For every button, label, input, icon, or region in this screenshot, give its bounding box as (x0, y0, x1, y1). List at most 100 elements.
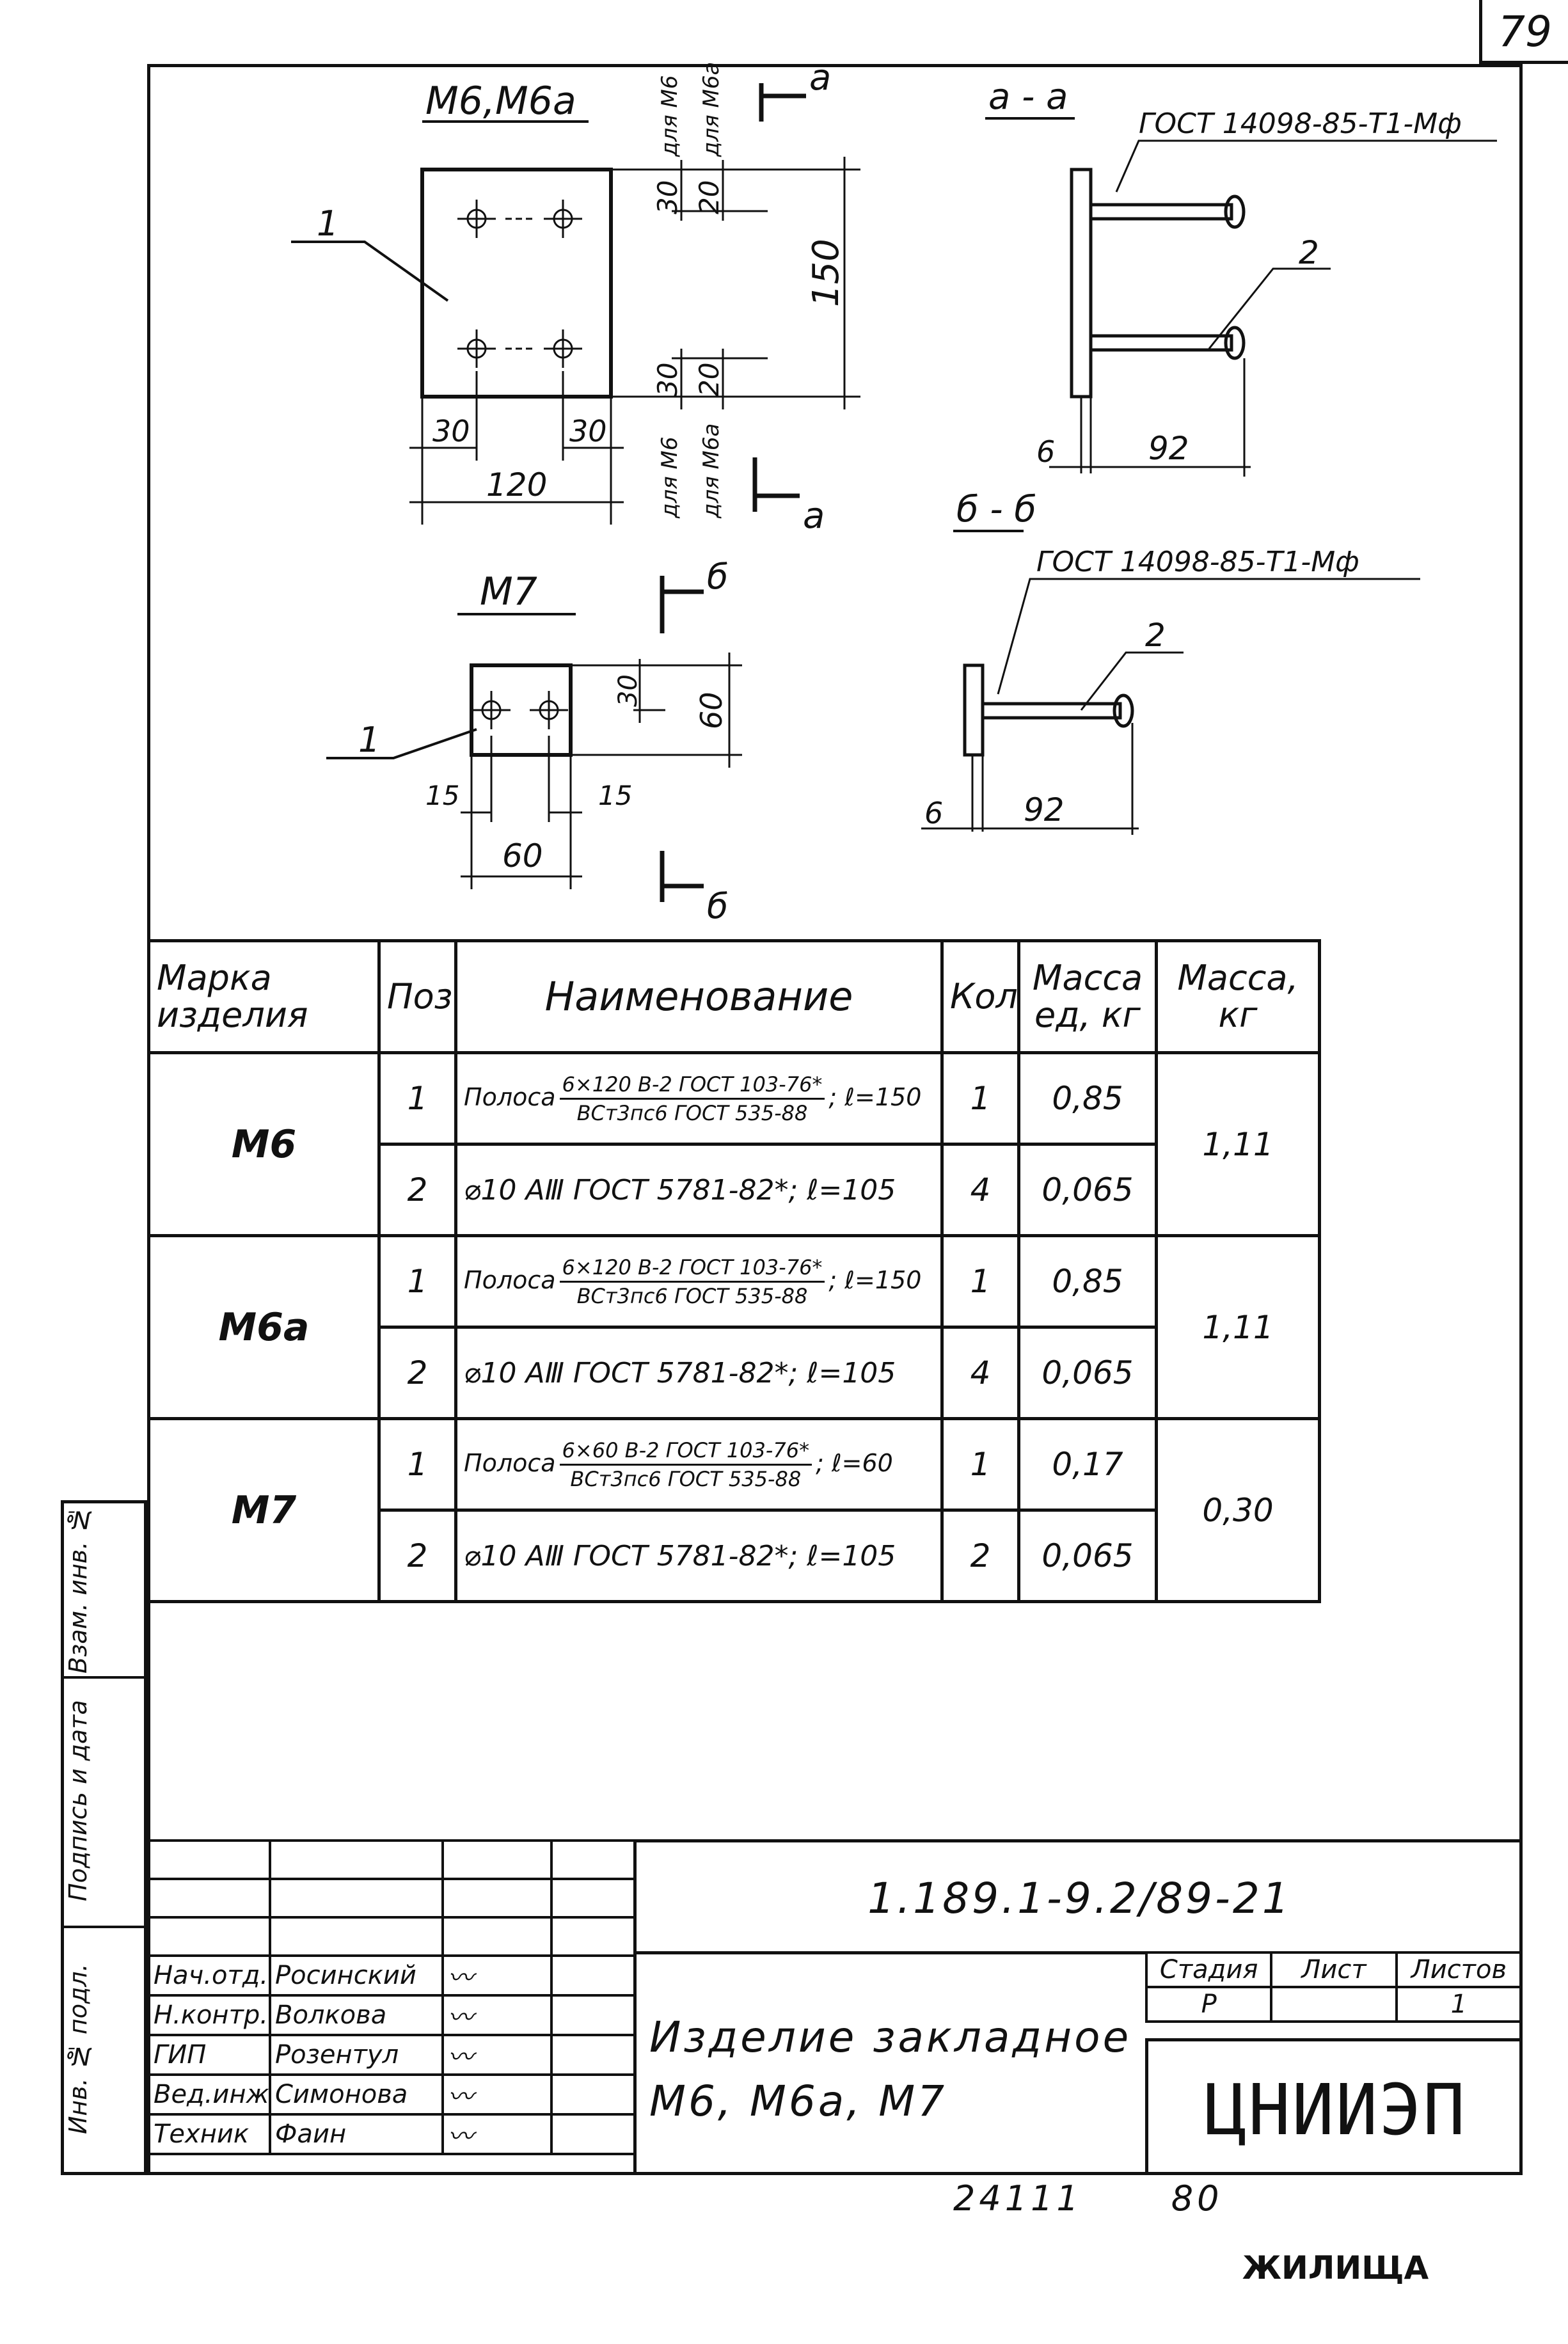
spec-header-row: Марка изделия Поз. Наименование Кол Масс… (147, 939, 1321, 1054)
qty-cell: 1 (940, 1417, 1020, 1512)
name-prefix: Полоса (464, 1448, 556, 1477)
m7-section-marks (660, 576, 704, 902)
footer-right-number: 80 (1171, 2178, 1223, 2219)
m6-dim-30-bottom: 30 (652, 363, 683, 397)
m6-plate (420, 168, 613, 399)
signature-row: ГИП Розентул 〰 (147, 2034, 636, 2076)
stage-header-row: Стадия Лист Листов (1144, 1951, 1523, 1988)
margin-cell-inv: Инв. № подл. (64, 1926, 144, 2172)
m6-dim-30-left: 30 (432, 414, 470, 448)
section-b-drawing (963, 663, 1134, 832)
mark-cell: М6 (147, 1051, 381, 1237)
section-a-dim-6: 6 (1036, 434, 1055, 469)
page-number: 79 (1479, 0, 1568, 64)
signature-row (147, 1916, 636, 1957)
name-suffix: ; ℓ=60 (816, 1448, 893, 1477)
section-a-gost: ГОСТ 14098-85-Т1-Мф (1139, 107, 1462, 140)
document-code: 1.189.1-9.2/89-21 (633, 1839, 1523, 1951)
signature-role: ГИП (147, 2034, 271, 2076)
section-a-callout-2: 2 (1299, 234, 1319, 271)
fraction-numerator: 6×120 В-2 ГОСТ 103-76* (559, 1255, 825, 1283)
section-b-dim-6: 6 (924, 796, 943, 830)
total-mass-cell: 1,11 (1155, 1051, 1321, 1237)
signature-mark: 〰 (441, 2034, 553, 2076)
margin-strip: Взам. инв. № Подпись и дата Инв. № подл. (61, 1500, 147, 2175)
m6-dim-20-bottom: 20 (693, 363, 725, 397)
stage-value: Р (1144, 1986, 1273, 2023)
stage-label: Стадия (1144, 1951, 1273, 1988)
m6-note-m6-bottom: для М6 (657, 437, 683, 519)
footer-numbers: 24111 80 (953, 2178, 1223, 2219)
signature-mark: 〰 (441, 1994, 553, 2036)
document-title-line1: Изделие закладное (649, 2013, 1132, 2062)
header-mark: Марка изделия (147, 939, 381, 1054)
organization-subname: ЖИЛИЩА (1242, 2249, 1429, 2286)
m7-plate (470, 663, 573, 757)
margin-cell-podpis: Подпись и дата (64, 1676, 144, 1928)
signature-row: Вед.инж. Симонова 〰 (147, 2073, 636, 2116)
table-row: 2 ⌀10 АⅢ ГОСТ 5781-82*; ℓ=105 4 0,065 (149, 1326, 1320, 1420)
margin-label-vzam: Взам. инв. № (64, 1505, 92, 1674)
sheet-label: Лист (1270, 1951, 1398, 1988)
header-qty: Кол (940, 939, 1020, 1054)
margin-label-podpis: Подпись и дата (64, 1700, 92, 1902)
organization-logo: ЦНИИЭП ЖИЛИЩА (1145, 2038, 1523, 2286)
pos-cell: 1 (377, 1234, 457, 1329)
section-a-dim-92: 92 (1148, 430, 1189, 467)
fraction-denominator: ВСт3пс6 ГОСТ 535-88 (570, 1466, 802, 1491)
signature-role: Нач.отд. (147, 1954, 271, 1997)
pos-cell: 1 (377, 1417, 457, 1512)
fraction-denominator: ВСт3пс6 ГОСТ 535-88 (576, 1100, 808, 1125)
document-title-line2: М6, М6а, М7 (649, 2077, 947, 2126)
m7-section-mark-top: б (707, 557, 728, 597)
name-fraction: 6×120 В-2 ГОСТ 103-76*ВСт3пс6 ГОСТ 535-8… (559, 1072, 825, 1125)
signature-row: Н.контр. Волкова 〰 (147, 1994, 636, 2036)
specification-table: Марка изделия Поз. Наименование Кол Масс… (147, 939, 1321, 1603)
section-b-title: б - б (956, 489, 1036, 530)
m6-dim-120: 120 (486, 466, 547, 503)
name-suffix: ; ℓ=150 (828, 1265, 922, 1294)
section-a-leaders (1049, 139, 1497, 477)
signature-row (147, 1839, 636, 1880)
organization-name: ЦНИИЭП (1204, 2069, 1467, 2151)
m6-section-mark-bottom: а (803, 495, 825, 537)
m7-title: М7 (480, 569, 537, 614)
pos-cell: 2 (377, 1326, 457, 1420)
section-a-title: а - а (988, 76, 1068, 118)
name-cell: ⌀10 АⅢ ГОСТ 5781-82*; ℓ=105 (454, 1326, 944, 1420)
margin-label-inv: Инв. № подл. (64, 1963, 92, 2134)
signature-table: Нач.отд. Росинский 〰 Н.контр. Волкова 〰 … (147, 1839, 636, 2155)
name-prefix: Полоса (464, 1082, 556, 1111)
pos-cell: 2 (377, 1509, 457, 1603)
m6-dims-bottom (409, 371, 624, 525)
name-suffix: ; ℓ=150 (828, 1082, 922, 1111)
signature-name: Розентул (269, 2034, 444, 2076)
drawing-canvas: М6,М6а 1 30 30 120 150 30 20 30 20 для М… (291, 57, 1497, 926)
signature-scribble-icon: 〰 (448, 2043, 473, 2072)
mark-cell: М6а (147, 1234, 381, 1420)
unit-mass-cell: 0,17 (1017, 1417, 1158, 1512)
m6-dim-150: 150 (805, 239, 847, 307)
name-fraction: 6×60 В-2 ГОСТ 103-76*ВСт3пс6 ГОСТ 535-88 (559, 1438, 812, 1491)
m6-section-mark-top: а (809, 57, 831, 99)
signature-row: Нач.отд. Росинский 〰 (147, 1954, 636, 1997)
m7-dim-60-v: 60 (694, 692, 729, 729)
m7-dim-15-left: 15 (425, 780, 459, 811)
signature-mark: 〰 (441, 2073, 553, 2116)
fraction-numerator: 6×120 В-2 ГОСТ 103-76* (559, 1072, 825, 1100)
pos-cell: 2 (377, 1143, 457, 1237)
signature-mark: 〰 (441, 1954, 553, 1997)
qty-cell: 4 (940, 1143, 1020, 1237)
signature-name: Волкова (269, 1994, 444, 2036)
signature-role: Вед.инж. (147, 2073, 271, 2116)
signature-row (147, 1878, 636, 1919)
section-b-leaders (921, 578, 1420, 835)
m7-callout-1: 1 (358, 720, 380, 760)
table-row: 2 ⌀10 АⅢ ГОСТ 5781-82*; ℓ=105 2 0,065 (149, 1509, 1320, 1603)
signature-scribble-icon: 〰 (448, 2122, 473, 2151)
